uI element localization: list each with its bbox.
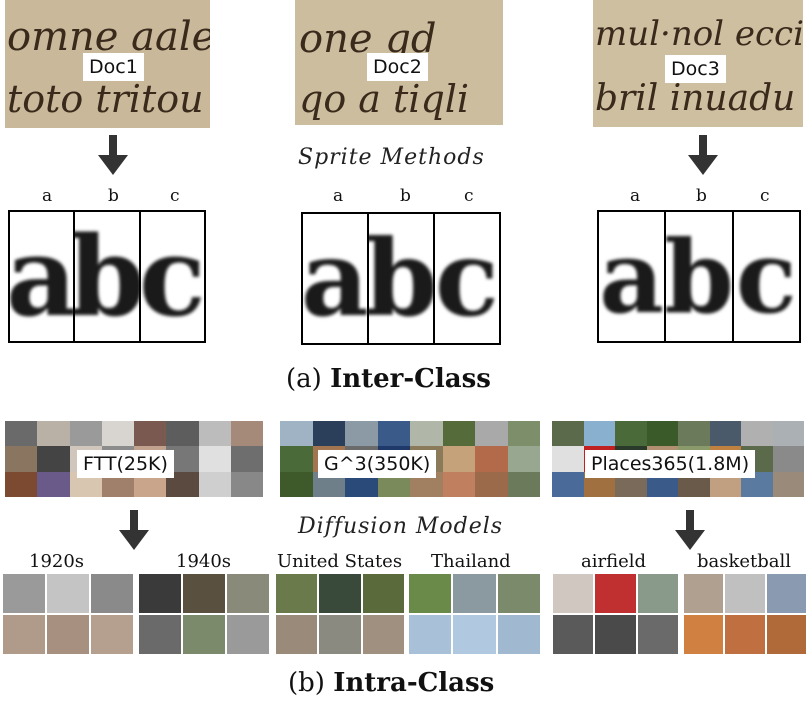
g3-mosaic <box>280 421 540 497</box>
g3-sub-label-a: United States <box>277 551 403 572</box>
arrow-down-icon <box>119 510 149 550</box>
arrow-down-icon <box>98 135 128 175</box>
doc1-line1: omne aale <box>7 14 210 60</box>
letter-c: c <box>760 186 770 206</box>
doc1-parchment: omne aale toto tritou <box>5 0 210 128</box>
letter-a: a <box>630 186 641 206</box>
sprite-cell-b: b <box>75 212 141 341</box>
places365-basketball-samples <box>684 574 806 654</box>
g3-sub-label-b: Thailand <box>431 551 511 572</box>
sprite-cell-c: c <box>735 217 797 336</box>
sprite-doc3: a b c <box>597 210 801 343</box>
places365-airfield-samples <box>553 574 678 654</box>
doc2-image: one gd qo a tiqli Doc2 <box>295 0 503 125</box>
ftt-sub-label-b: 1940s <box>176 551 232 572</box>
sprite-cell-c: c <box>140 212 204 341</box>
g3-label: G^3(350K) <box>318 450 437 478</box>
sprite-cell-a: a <box>599 212 667 341</box>
doc1-line2: toto tritou <box>7 77 204 121</box>
doc3-image: mul·nol ecci bril inuadu Doc3 <box>593 0 803 127</box>
arrow-down-icon <box>675 510 705 550</box>
letter-a: a <box>42 186 53 206</box>
doc3-label: Doc3 <box>665 55 726 83</box>
doc2-label: Doc2 <box>367 53 428 81</box>
doc1-image: omne aale toto tritou Doc1 <box>5 0 210 128</box>
doc2-line2: qo a tiqli <box>299 77 469 121</box>
letter-b: b <box>108 186 119 206</box>
letter-a: a <box>333 186 344 206</box>
letter-c: c <box>170 186 180 206</box>
letter-b: b <box>696 186 707 206</box>
sprite-methods-label: Sprite Methods <box>298 145 485 170</box>
caption-inter-class: (a) Inter-Class <box>286 364 491 394</box>
doc3-line2: bril inuadu <box>595 78 795 119</box>
letter-c: c <box>464 186 474 206</box>
g3-thailand-samples <box>409 574 540 654</box>
ftt-1940s-samples <box>139 574 269 654</box>
sprite-cell-b: b <box>369 214 435 343</box>
places365-sub-label-a: airfield <box>581 551 647 572</box>
letter-b: b <box>400 186 411 206</box>
doc3-parchment: mul·nol ecci bril inuadu <box>593 0 803 127</box>
doc1-label: Doc1 <box>83 53 144 81</box>
sprite-cell-a: a <box>10 212 76 341</box>
sprite-cell-c: c <box>435 216 499 340</box>
places365-sub-label-b: basketball <box>697 551 792 572</box>
places365-label: Places365(1.8M) <box>585 450 756 478</box>
g3-us-samples <box>276 574 404 654</box>
arrow-down-icon <box>688 135 718 175</box>
ftt-label: FTT(25K) <box>77 450 174 478</box>
ftt-1920s-samples <box>3 574 133 654</box>
diffusion-models-label: Diffusion Models <box>298 514 504 539</box>
sprite-doc1: a b c <box>8 210 206 343</box>
ftt-sub-label-a: 1920s <box>29 551 85 572</box>
doc3-line1: mul·nol ecci <box>595 14 803 54</box>
sprite-doc2: a b c <box>301 212 501 345</box>
caption-intra-class: (b) Intra-Class <box>288 668 495 698</box>
sprite-letters-1: a b c a b c a b c <box>0 186 807 208</box>
sprite-cell-a: a <box>303 214 369 343</box>
sprite-cell-b: b <box>666 212 734 341</box>
